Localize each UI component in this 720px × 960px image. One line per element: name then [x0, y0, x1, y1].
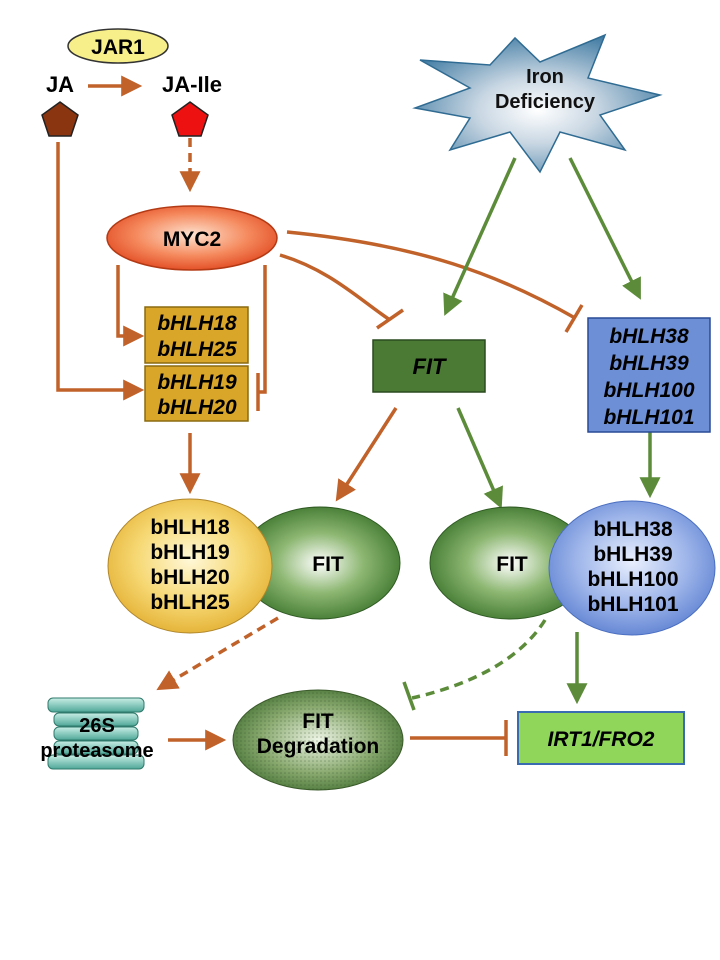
jar1-label: JAR1	[91, 36, 145, 59]
inhibit-bar-bhlh38	[564, 304, 584, 333]
target-genes-label: IRT1/FRO2	[548, 728, 655, 751]
gene-bhlh20-label: bHLH20	[157, 396, 237, 419]
protein-bhlh18-label: bHLH18	[150, 516, 230, 539]
node-ja: JA	[41, 72, 79, 137]
ja-pentagon-icon	[41, 101, 79, 137]
iron-label-line1: Iron	[526, 66, 564, 88]
protein-bhlh38-label: bHLH38	[593, 518, 673, 541]
edge-myc2-inhibits-fit	[279, 253, 391, 322]
edge-iron-to-fit	[443, 157, 517, 316]
node-complex-left: FIT bHLH18 bHLH19 bHLH20 bHLH25	[107, 498, 401, 634]
edge-complex-inhibits-degradation	[411, 619, 547, 700]
node-proteasome: 26S proteasome	[40, 697, 154, 770]
edge-ja-to-bhlh19-20	[56, 142, 145, 401]
node-gene-box-bhlh19-20: bHLH19 bHLH20	[144, 365, 249, 422]
edge-fit-to-fit-protein-left	[335, 407, 398, 502]
node-iron-deficiency: Iron Deficiency	[412, 33, 663, 174]
iron-label-line2: Deficiency	[495, 91, 596, 113]
protein-bhlh25-label: bHLH25	[150, 591, 230, 614]
node-complex-right: FIT bHLH38 bHLH39 bHLH100 bHLH101	[429, 500, 716, 636]
node-ja-ile: JA-Ile	[162, 72, 222, 137]
ja-label: JA	[46, 72, 74, 97]
inhibit-bar-fit	[376, 308, 404, 330]
protein-bhlh100-label: bHLH100	[587, 568, 678, 591]
node-fit-gene: FIT	[372, 339, 486, 393]
gene-bhlh18-label: bHLH18	[157, 312, 237, 335]
protein-group-right-shape	[548, 500, 716, 636]
fit-gene-label: FIT	[413, 354, 448, 379]
iron-deficiency-star-icon	[412, 33, 663, 174]
edge-complex-to-proteasome	[156, 616, 279, 691]
edge-iron-to-bhlh38	[568, 157, 641, 300]
node-jar1: JAR1	[67, 28, 169, 64]
edge-myc2-inhibits-bhlh19-20	[258, 265, 267, 394]
protein-bhlh19-label: bHLH19	[150, 541, 229, 564]
fit-protein-right-label: FIT	[496, 553, 528, 576]
protein-bhlh20-label: bHLH20	[150, 566, 229, 589]
gene-bhlh100-label: bHLH100	[603, 379, 694, 402]
proteasome-icon	[47, 697, 145, 770]
gene-bhlh19-label: bHLH19	[157, 371, 237, 394]
edge-myc2-to-bhlh18-25	[116, 265, 145, 347]
fit-degradation-label-line2: Degradation	[257, 735, 380, 758]
ja-ile-pentagon-icon	[171, 101, 209, 137]
node-gene-box-bhlh18-25: bHLH18 bHLH25	[144, 306, 249, 364]
edges	[56, 75, 661, 756]
node-myc2: MYC2	[106, 205, 278, 271]
proteasome-label-line1: 26S	[79, 715, 115, 737]
gene-bhlh25-label: bHLH25	[157, 338, 237, 361]
node-fit-degradation: FIT Degradation	[232, 689, 404, 791]
gene-bhlh38-label: bHLH38	[609, 325, 689, 348]
fit-degradation-label-line1: FIT	[302, 710, 334, 733]
protein-bhlh101-label: bHLH101	[587, 593, 678, 616]
fit-protein-left-label: FIT	[312, 553, 344, 576]
node-gene-box-bhlh38-101: bHLH38 bHLH39 bHLH100 bHLH101	[587, 317, 711, 433]
protein-group-left-shape	[107, 498, 273, 634]
ja-ile-label: JA-Ile	[162, 72, 222, 97]
gene-bhlh101-label: bHLH101	[603, 406, 694, 429]
inhibit-bar-degradation	[402, 681, 416, 711]
myc2-label: MYC2	[163, 228, 221, 251]
gene-bhlh39-label: bHLH39	[609, 352, 689, 375]
edge-myc2-inhibits-bhlh38	[286, 230, 576, 320]
node-target-genes: IRT1/FRO2	[517, 711, 685, 765]
edge-fit-to-fit-protein-right	[456, 407, 503, 509]
proteasome-label-line2: proteasome	[40, 740, 153, 762]
protein-bhlh39-label: bHLH39	[593, 543, 672, 566]
